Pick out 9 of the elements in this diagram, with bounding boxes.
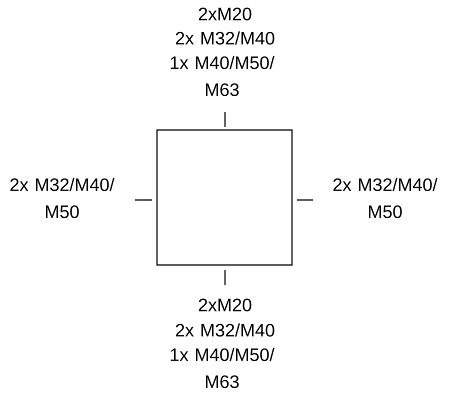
label: 2xM20: [198, 298, 252, 312]
label: 2x M32/M40/ M50: [333, 178, 438, 218]
box: [156, 129, 293, 266]
label: 2x M32/M40/ M50: [10, 178, 114, 218]
label: 2x M32/M40: [176, 31, 274, 45]
label: 1x M40/M50/ M63: [170, 348, 274, 388]
label: 2x M32/M40: [176, 323, 274, 337]
label: 1x M40/M50/ M63: [170, 56, 274, 96]
label: 2xM20: [198, 8, 252, 20]
